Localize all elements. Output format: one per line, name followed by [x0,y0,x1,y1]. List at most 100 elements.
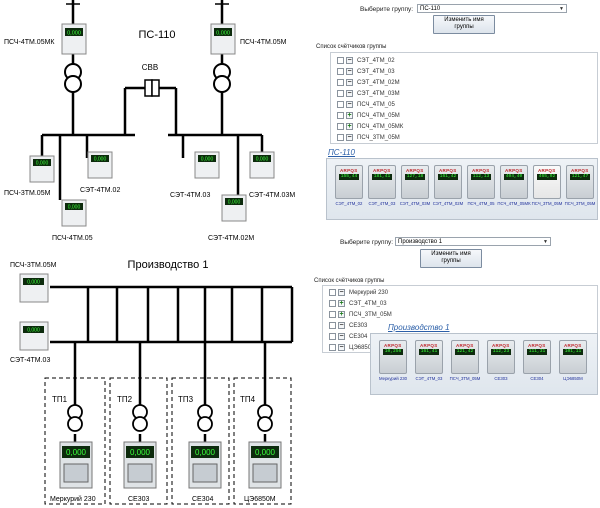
svg-text:0,000: 0,000 [66,448,87,457]
checkbox[interactable] [337,79,344,86]
rename-group-button[interactable]: Изменить имя группы [420,249,482,268]
meter-icon: 0,000 [19,321,49,351]
meter-tile-label: СЭТ_4ТМ_03 [368,201,396,206]
minus-icon[interactable]: − [346,68,353,75]
meter-label: ПСЧ-4ТМ.05МК [4,39,55,46]
checkbox[interactable] [329,344,336,351]
list-item[interactable]: −ЦЭ6850М [329,344,376,352]
minus-icon[interactable]: − [338,289,345,296]
list-item[interactable]: −СЭТ_4ТМ_03 [337,68,395,76]
checkbox[interactable] [337,123,344,130]
checkbox[interactable] [337,57,344,64]
meter-tile-label: ПСЧ_3ТМ_05М [449,376,481,381]
meter-icon: 0,000 [248,441,282,489]
checkbox[interactable] [337,90,344,97]
checkbox[interactable] [329,289,336,296]
switch-icon [144,79,160,97]
minus-icon[interactable]: − [346,90,353,97]
list-item[interactable]: +ПСЧ_4ТМ_05М [337,112,400,120]
plus-icon[interactable]: + [338,311,345,318]
list-item[interactable]: −СЭТ_4ТМ_03М [337,90,400,98]
meter-list: −СЭТ_4ТМ_02 −СЭТ_4ТМ_03 −СЭТ_4ТМ_02М −СЭ… [330,52,598,144]
checkbox[interactable] [337,134,344,141]
checkbox[interactable] [329,300,336,307]
minus-icon[interactable]: − [346,79,353,86]
meter-icon: 0,000 [19,273,49,303]
group-select-value: Производство 1 [398,239,443,245]
minus-icon[interactable]: − [346,134,353,141]
group-panel-title[interactable]: Производство 1 [388,323,450,332]
list-item[interactable]: −ПСЧ_4ТМ_05 [337,101,395,109]
list-item[interactable]: −CE304 [329,333,367,341]
meter-label: ПСЧ-3ТМ.05М [4,190,51,197]
list-item[interactable]: −CE303 [329,322,367,330]
minus-icon[interactable]: − [346,57,353,64]
meter-tile-label: ПСЧ_4ТМ_05МК [497,201,531,206]
list-item[interactable]: +ПСЧ_4ТМ_05МК [337,123,403,131]
list-item[interactable]: −СЭТ_4ТМ_02М [337,79,400,87]
select-group-label: Выберите группу: [360,6,414,13]
plus-icon[interactable]: + [338,300,345,307]
minus-icon[interactable]: − [338,344,345,351]
meter-icon: 0,000 [221,194,247,222]
meter-tile-label: ЦЭ6850М [563,376,583,381]
svg-text:0,000: 0,000 [216,31,230,37]
meter-label: СЭТ-4ТМ.03 [10,357,50,364]
meter-list-title: Список счётчиков группы [316,44,387,50]
group-select[interactable]: Производство 1 ▼ [395,237,551,246]
meter-label: ПСЧ-4ТМ.05М [240,39,287,46]
svg-text:0,000: 0,000 [228,200,241,206]
checkbox[interactable] [337,68,344,75]
group-panel-title[interactable]: ПС-110 [328,148,355,157]
substation-diagram: СВВ ПС-110 0,000 0,000 ПСЧ-4ТМ.05МК ПСЧ-… [4,0,295,242]
rename-group-button[interactable]: Изменить имя группы [433,15,495,34]
meter-icon: 0,000 [188,441,222,489]
tp-label: ТП4 [240,395,256,404]
list-item[interactable]: −Меркурий 230 [329,289,388,297]
meter-tile-label: СЭТ_4ТМ_03 [415,376,443,381]
checkbox[interactable] [329,322,336,329]
meter-label: ПСЧ-4ТМ.05 [52,235,93,242]
list-item[interactable]: +ПСЧ_3ТМ_05М [329,311,392,319]
production-diagram: Производство 1 0,000 0,000 ПСЧ-3ТМ.05М С… [10,259,294,505]
checkbox[interactable] [337,112,344,119]
minus-icon[interactable]: − [338,322,345,329]
meter-label: CE303 [128,496,150,503]
checkbox[interactable] [329,333,336,340]
meter-tile-label: ПСЧ_4ТМ_05 [467,201,495,206]
transformer-icon [64,63,231,93]
diagram1-title: ПС-110 [138,29,175,41]
meter-tile-label: ПСЧ_3ТМ_05М [564,201,596,206]
svg-text:0,000: 0,000 [67,31,81,37]
list-item[interactable]: +СЭТ_4ТМ_03 [329,300,387,308]
meter-icon: 0,000 [249,151,275,179]
plus-icon[interactable]: + [346,112,353,119]
group-select[interactable]: ПС-110 ▼ [417,4,567,13]
chevron-down-icon: ▼ [543,239,548,245]
list-item[interactable]: −СЭТ_4ТМ_02 [337,57,395,65]
transformer-icon [67,404,273,432]
minus-icon[interactable]: − [346,101,353,108]
minus-icon[interactable]: − [338,333,345,340]
checkbox[interactable] [329,311,336,318]
svg-text:0,000: 0,000 [68,205,81,211]
plus-icon[interactable]: + [346,123,353,130]
tp-label: ТП3 [178,395,194,404]
meter-label: ПСЧ-3ТМ.05М [10,262,57,269]
list-item[interactable]: −ПСЧ_3ТМ_05М [337,134,400,142]
checkbox[interactable] [337,101,344,108]
